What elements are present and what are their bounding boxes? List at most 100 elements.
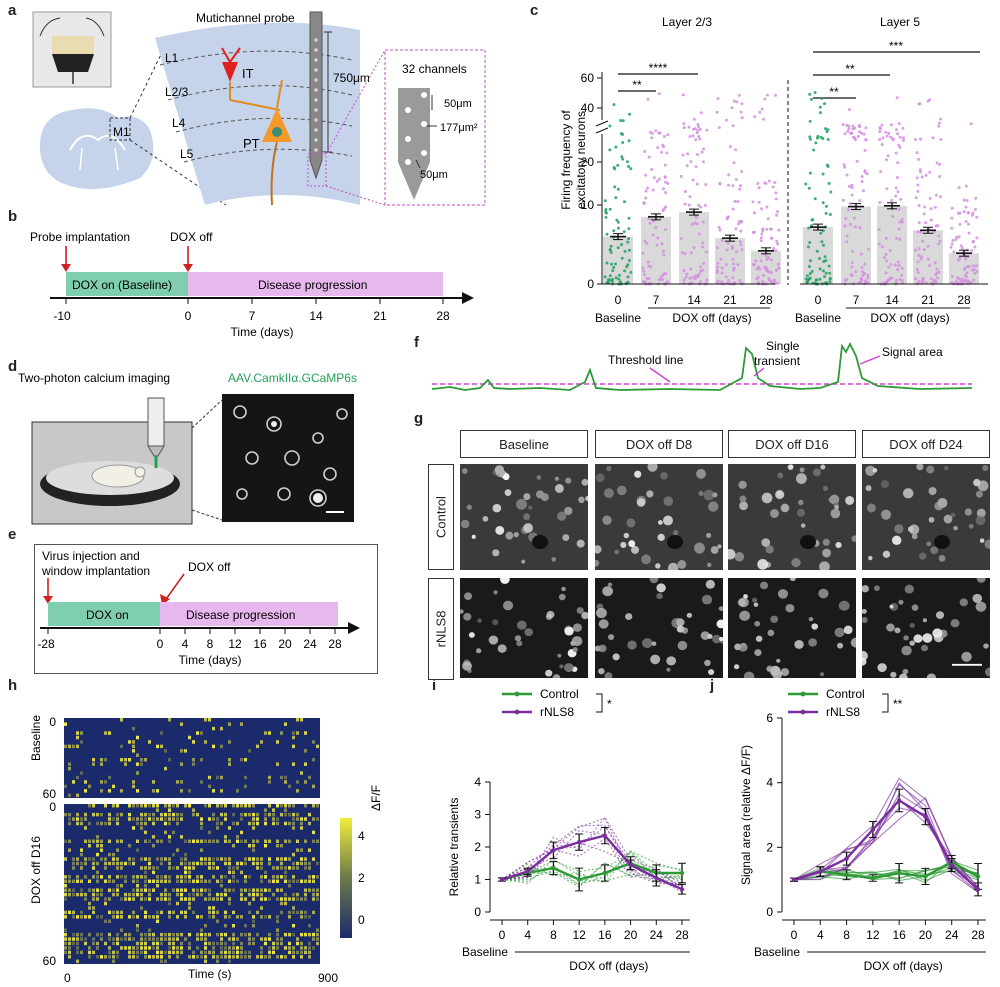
h-cell-1-17-21 (148, 879, 151, 883)
c-point-0-3-65 (740, 248, 744, 252)
c-sig-0-1: **** (649, 61, 668, 75)
h-cell-1-16-52 (272, 875, 275, 879)
h-cell-1-17-38 (216, 879, 219, 883)
h-y60-top: 60 (43, 787, 57, 801)
g-cell-1-1-33 (598, 644, 607, 653)
c-point-1-0-76 (823, 275, 827, 279)
h-cell-1-25-22 (152, 915, 155, 919)
h-cell-1-33-49 (260, 950, 263, 955)
g-cell-1-2-36 (777, 589, 789, 599)
h-cell-1-24-7 (92, 910, 95, 915)
h-cell-1-20-40 (224, 892, 227, 897)
h-cell-1-26-11 (108, 919, 111, 923)
g-col-baseline: Baseline (460, 430, 588, 458)
h-cell-1-33-13 (116, 950, 119, 955)
g-vessel-3 (934, 535, 950, 549)
panel-h-heatmap: Baseline DOX off D16 0 60 0 60 0 Time (s… (29, 715, 383, 985)
c-point-1-2-78 (898, 237, 902, 241)
h-cell-1-30-25 (164, 937, 167, 941)
h-cell-1-14-28 (176, 866, 179, 870)
c-point-0-2-37 (689, 267, 693, 271)
d-virus: AAV.CamkIIα.GCaMP6s (228, 371, 357, 385)
c-point-0-4-26 (759, 236, 763, 240)
h-cell-1-19-9 (100, 888, 103, 892)
c-point-0-1-23 (641, 266, 645, 270)
h-cell-1-34-8 (96, 955, 99, 959)
c-point-1-3-47 (932, 278, 936, 282)
h-cell-1-14-54 (280, 866, 283, 870)
h-cell-0-14-29 (180, 780, 183, 784)
h-cell-1-26-10 (104, 919, 107, 923)
h-cell-1-15-22 (152, 870, 155, 875)
h-cell-1-25-2 (72, 915, 75, 919)
h-cell-1-25-41 (228, 915, 231, 919)
g-cell-0-0-25 (495, 525, 505, 535)
c-xt-a0: 0 (615, 293, 622, 307)
g-cell-1-1-21 (701, 594, 713, 605)
h-cell-1-24-57 (292, 910, 295, 915)
i-ytick-2: 2 (474, 840, 481, 854)
h-cell-1-5-47 (252, 826, 255, 830)
c-point-1-1-55 (861, 274, 865, 278)
h-cell-1-35-24 (160, 959, 163, 963)
h-cell-1-20-58 (296, 892, 299, 897)
h-cell-0-5-17 (132, 740, 135, 744)
c-point-1-4-39 (965, 265, 969, 269)
h-row2-label: DOX off D16 (29, 836, 43, 904)
h-cell-1-17-49 (260, 879, 263, 883)
g-cell-0-3-19 (894, 524, 904, 534)
h-cell-1-12-54 (280, 857, 283, 861)
c-point-1-4-62 (970, 213, 974, 217)
h-cell-1-31-53 (276, 941, 279, 946)
h-cell-1-14-4 (80, 866, 83, 870)
h-cell-1-17-31 (188, 879, 191, 883)
c-point-1-4-25 (972, 278, 976, 282)
c-point-1-4-68 (950, 226, 954, 230)
g-cell-0-1-9 (631, 545, 640, 554)
h-cell-1-29-8 (96, 932, 99, 937)
c-point-0-1-39 (662, 134, 666, 138)
c-point-1-2-56 (894, 151, 898, 155)
e-event2: DOX off (188, 560, 231, 574)
h-cell-1-34-1 (68, 955, 71, 959)
h-cell-1-34-20 (144, 955, 147, 959)
h-cell-0-16-43 (236, 789, 239, 793)
h-cell-1-14-21 (148, 866, 151, 870)
c-point-1-1-36 (862, 132, 866, 136)
h-cell-1-13-35 (204, 861, 207, 866)
c-point-1-0-51 (824, 211, 828, 215)
h-cell-1-19-34 (200, 888, 203, 892)
h-cell-1-4-13 (116, 821, 119, 826)
g-cell-1-2-9 (843, 625, 853, 635)
c-point-0-3-79 (717, 225, 721, 229)
c-point-1-2-47 (890, 123, 894, 127)
c-point-0-0-19 (612, 266, 616, 270)
h-cell-1-28-14 (120, 928, 123, 932)
h-cell-1-31-29 (180, 941, 183, 946)
h-cell-1-30-39 (220, 937, 223, 941)
h-cell-1-17-28 (176, 879, 179, 883)
h-cell-1-3-63 (316, 817, 319, 821)
c-point-0-0-40 (608, 124, 612, 128)
c-point-1-1-67 (853, 225, 857, 229)
h-cell-1-14-26 (168, 866, 171, 870)
j-baseline-label: Baseline (754, 945, 800, 959)
h-cell-0-10-29 (180, 762, 183, 766)
c-point-1-0-1 (808, 240, 812, 244)
panel-b-timeline: Probe implantation DOX off DOX on (Basel… (30, 230, 474, 339)
j-legend-1: rNLS8 (826, 705, 860, 719)
h-cell-1-4-22 (152, 821, 155, 826)
c-sig-1-0: ** (829, 85, 839, 99)
h-cell-1-19-11 (108, 888, 111, 892)
c-point-1-2-19 (879, 169, 883, 173)
c-point-1-4-27 (955, 235, 959, 239)
c-doxoff-a: DOX off (days) (672, 311, 751, 325)
i-ytick-1: 1 (474, 873, 481, 887)
h-cell-1-17-33 (196, 879, 199, 883)
c-point-0-2-54 (695, 153, 699, 157)
g-cell-1-2-14 (733, 664, 740, 670)
h-cell-1-32-61 (308, 946, 311, 950)
c-point-1-4-51 (960, 246, 964, 250)
c-point-1-1-52 (845, 240, 849, 244)
h-cell-0-14-34 (200, 780, 203, 784)
